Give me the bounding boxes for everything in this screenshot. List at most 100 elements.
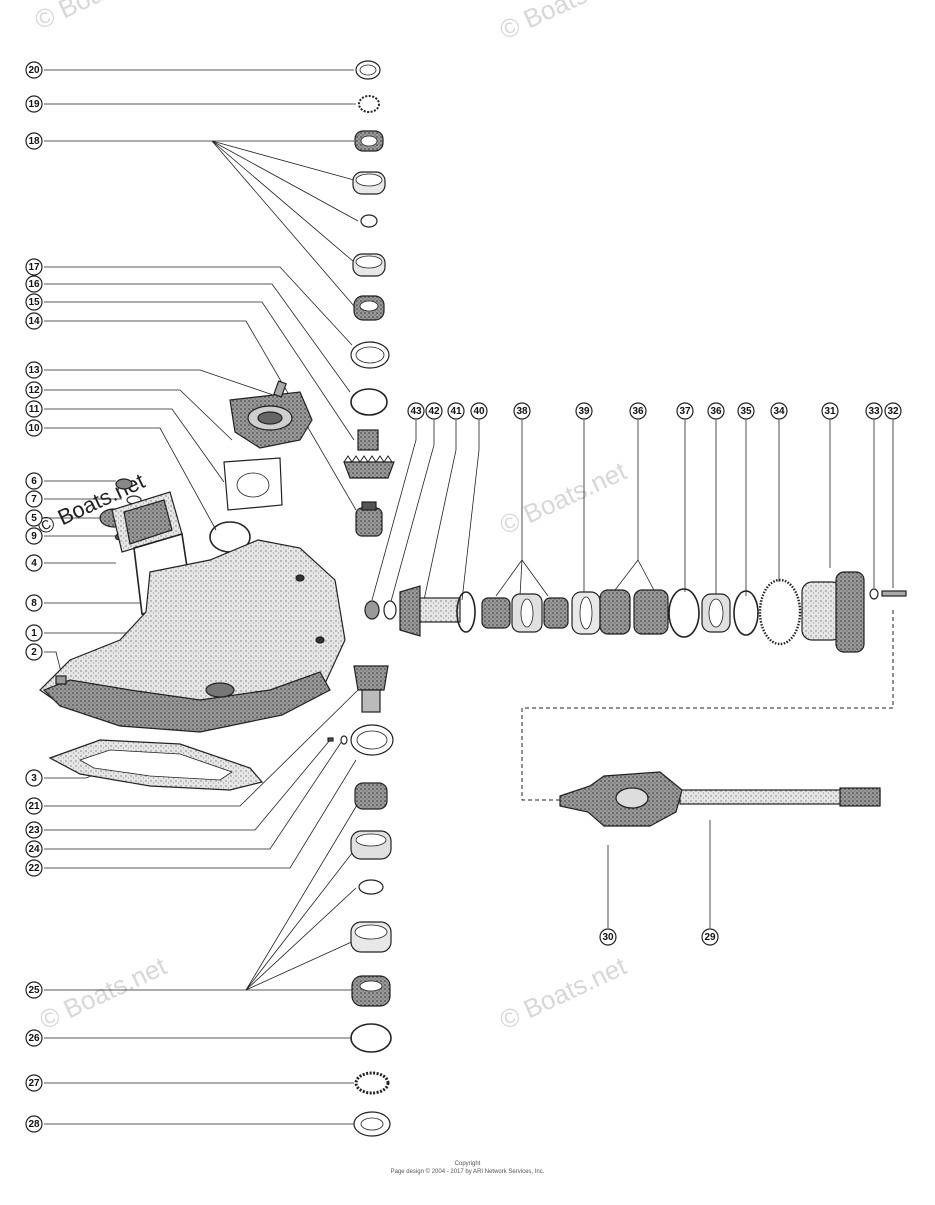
- svg-text:© Boats.net: © Boats.net: [495, 950, 632, 1035]
- svg-text:2: 2: [31, 647, 37, 658]
- callout-39: 39: [575, 402, 593, 420]
- svg-text:36: 36: [632, 406, 644, 417]
- callout-33: 33: [865, 402, 883, 420]
- svg-text:35: 35: [740, 406, 752, 417]
- callout-10: 10: [25, 419, 43, 437]
- part-21-pinion-gear: [353, 665, 389, 713]
- callout-3: 3: [25, 769, 43, 787]
- part-27-tab-washer: [354, 1071, 390, 1095]
- svg-text:30: 30: [602, 932, 614, 943]
- part-30-clutch: [559, 771, 683, 827]
- part-shapes: [209, 60, 395, 553]
- svg-text:3: 3: [31, 773, 37, 784]
- callout-1: 1: [25, 624, 43, 642]
- watermark-bottom-left: © Boats.net: [35, 950, 172, 1035]
- callout-37: 37: [676, 402, 694, 420]
- svg-text:34: 34: [773, 406, 785, 417]
- svg-text:© Boats.net: © Boats.net: [30, 0, 167, 35]
- callouts: 20 19 18 17 16 15 14 13 12 11 10 6 7 5 9…: [25, 61, 902, 1133]
- part-14-bearing: [355, 501, 383, 537]
- svg-text:38: 38: [516, 406, 528, 417]
- svg-text:15: 15: [28, 297, 40, 308]
- svg-text:40: 40: [473, 406, 485, 417]
- horizontal-part-shapes: [364, 571, 907, 653]
- callout-8: 8: [25, 594, 43, 612]
- svg-text:13: 13: [28, 365, 40, 376]
- callout-38: 38: [513, 402, 531, 420]
- part-2-screw: [55, 675, 67, 685]
- svg-text:© Boats.net: © Boats.net: [35, 950, 172, 1035]
- callout-11: 11: [25, 400, 43, 418]
- part-16-o-ring: [350, 388, 388, 416]
- watermark-top-left: © Boats.net: [30, 0, 167, 35]
- callout-22: 22: [25, 859, 43, 877]
- callout-5: 5: [25, 509, 43, 527]
- callout-30: 30: [599, 928, 617, 946]
- callout-7: 7: [25, 490, 43, 508]
- watermark-bottom-center: © Boats.net: [495, 950, 632, 1035]
- svg-text:1: 1: [31, 628, 37, 639]
- part-23-part-24-pin-and-ring: [327, 735, 348, 745]
- callout-13: 13: [25, 361, 43, 379]
- part-31-bearing-carrier: [801, 571, 865, 653]
- svg-text:22: 22: [28, 863, 40, 874]
- svg-text:33: 33: [868, 406, 880, 417]
- callout-36-a: 36: [629, 402, 647, 420]
- callout-15: 15: [25, 293, 43, 311]
- callout-31: 31: [821, 402, 839, 420]
- svg-text:25: 25: [28, 985, 40, 996]
- part-40-o-ring: [456, 591, 476, 633]
- svg-text:26: 26: [28, 1033, 40, 1044]
- part-19-tab-washer: [358, 95, 380, 113]
- callout-23: 23: [25, 821, 43, 839]
- svg-text:5: 5: [31, 513, 37, 524]
- svg-text:14: 14: [28, 316, 40, 327]
- svg-text:6: 6: [31, 476, 37, 487]
- callout-18: 18: [25, 132, 43, 150]
- svg-text:12: 12: [28, 385, 40, 396]
- svg-text:36: 36: [710, 406, 722, 417]
- callout-42: 42: [425, 402, 443, 420]
- callout-6: 6: [25, 472, 43, 490]
- part-35-o-ring: [733, 590, 759, 636]
- callout-40: 40: [470, 402, 488, 420]
- svg-text:27: 27: [28, 1078, 40, 1089]
- part-26-o-ring: [350, 1023, 392, 1053]
- svg-text:42: 42: [428, 406, 440, 417]
- callout-34: 34: [770, 402, 788, 420]
- callout-14: 14: [25, 312, 43, 330]
- svg-text:23: 23: [28, 825, 40, 836]
- part-12-bearing-carrier: [229, 391, 313, 449]
- part-13-screw: [273, 380, 287, 398]
- part-43-nut: [364, 600, 380, 620]
- callout-12: 12: [25, 381, 43, 399]
- callout-20: 20: [25, 61, 43, 79]
- part-32-screw: [881, 590, 907, 597]
- part-1-gear-housing: [39, 539, 346, 733]
- callout-32: 32: [884, 402, 902, 420]
- lower-part-shapes: [327, 665, 394, 1137]
- part-29-propeller-shaft: [679, 787, 881, 807]
- svg-text:10: 10: [28, 423, 40, 434]
- callout-25: 25: [25, 981, 43, 999]
- svg-text:© Boats.net: © Boats.net: [495, 0, 632, 45]
- part-3-housing-gasket: [48, 739, 264, 791]
- svg-text:7: 7: [31, 494, 37, 505]
- part-15-pinion-gear: [343, 429, 395, 479]
- copyright-notice: Copyright Page design © 2004 - 2017 by A…: [0, 1160, 935, 1176]
- callout-26: 26: [25, 1029, 43, 1047]
- callout-19: 19: [25, 95, 43, 113]
- svg-text:19: 19: [28, 99, 40, 110]
- svg-text:8: 8: [31, 598, 37, 609]
- part-36-shim: [701, 593, 731, 633]
- svg-text:28: 28: [28, 1119, 40, 1130]
- svg-text:39: 39: [578, 406, 590, 417]
- watermark-center: © Boats.net: [495, 455, 632, 540]
- svg-text:18: 18: [28, 136, 40, 147]
- callout-43: 43: [407, 402, 425, 420]
- callout-2: 2: [25, 643, 43, 661]
- part-38-bearing-set: [481, 593, 569, 633]
- copyright-line-1: Copyright: [454, 1161, 481, 1167]
- callout-16: 16: [25, 275, 43, 293]
